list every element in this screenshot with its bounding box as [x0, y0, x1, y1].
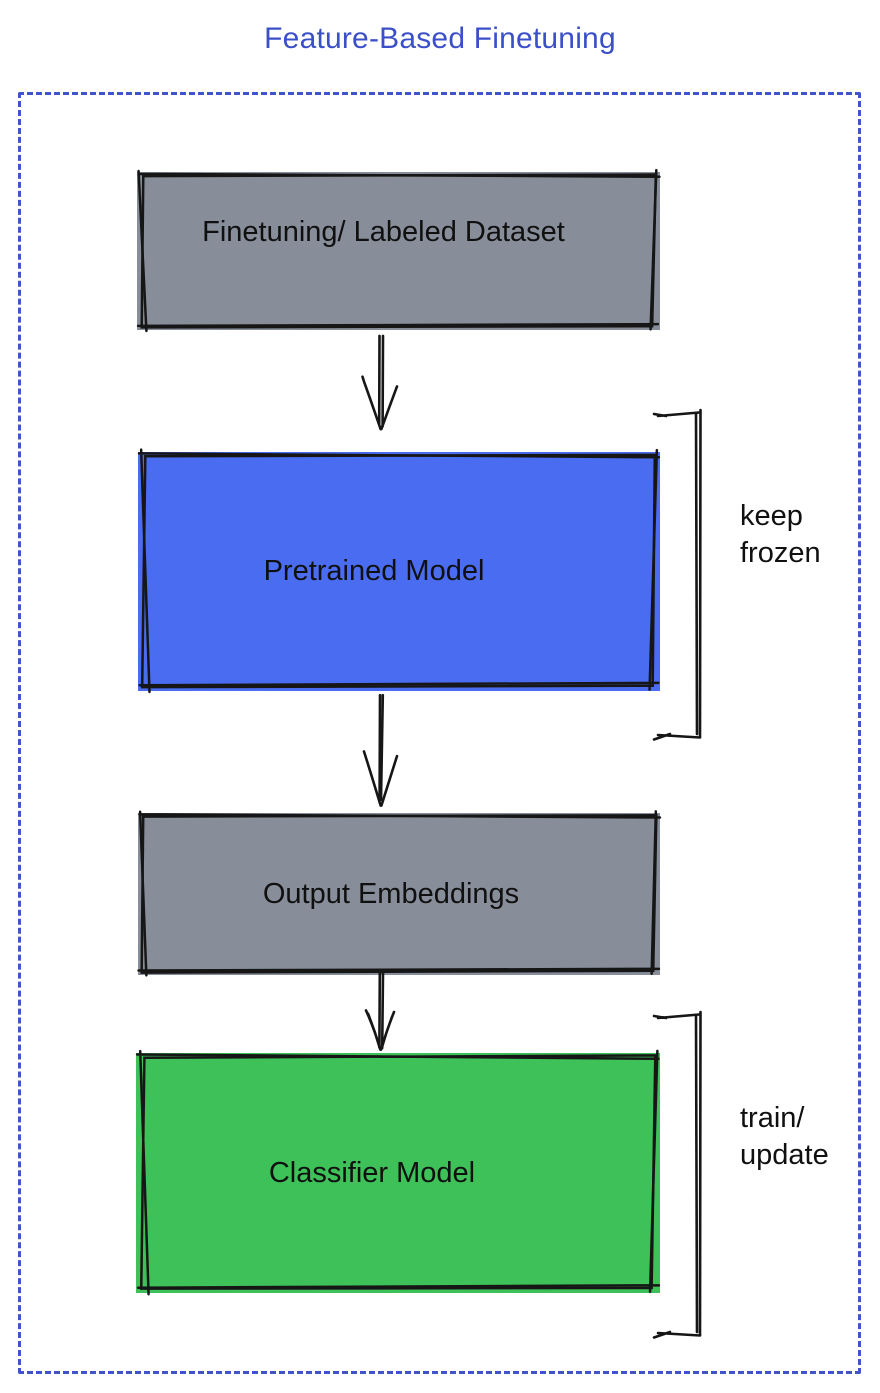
keep-frozen-line2: frozen — [740, 537, 821, 569]
diagram-frame — [18, 92, 861, 1374]
diagram-title: Feature-Based Finetuning — [264, 22, 616, 55]
node-finetuning-dataset: Finetuning/ Labeled Dataset — [137, 172, 660, 330]
node-classifier-model: Classifier Model — [136, 1053, 660, 1293]
node-label: Pretrained Model — [263, 555, 485, 587]
train-update-line2: update — [740, 1139, 829, 1171]
keep-frozen-bracket-icon — [652, 406, 708, 740]
train-update-bracket-icon — [652, 1008, 708, 1338]
arrow-down-icon — [356, 972, 404, 1052]
node-label: Finetuning/ Labeled Dataset — [202, 215, 565, 248]
node-label: Output Embeddings — [262, 877, 520, 910]
sketch-border — [137, 172, 660, 330]
train-update-label: train/ update — [740, 1100, 829, 1174]
arrow-down-icon — [356, 335, 404, 432]
keep-frozen-line1: keep — [740, 500, 803, 532]
arrow-down-icon — [356, 694, 404, 809]
node-output-embeddings: Output Embeddings — [138, 813, 660, 975]
node-pretrained-model: Pretrained Model — [138, 452, 660, 691]
node-label: Classifier Model — [268, 1156, 476, 1189]
train-update-line1: train/ — [740, 1102, 805, 1134]
keep-frozen-label: keep frozen — [740, 498, 821, 572]
